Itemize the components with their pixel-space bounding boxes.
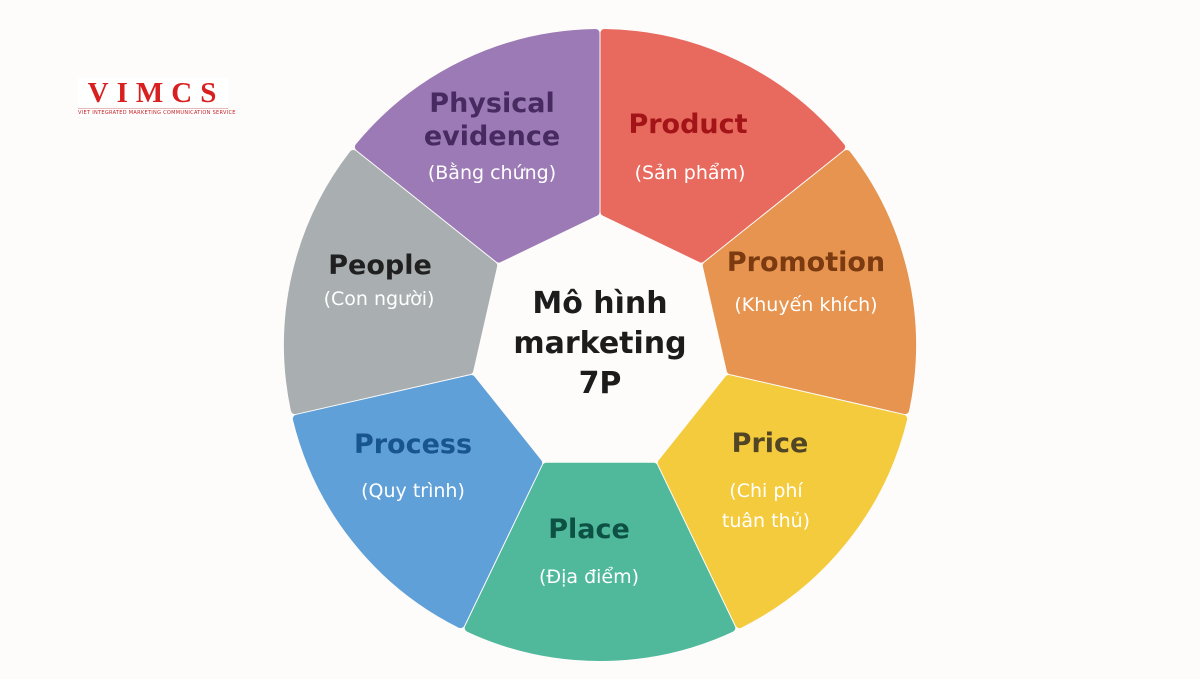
segment-place-sublabel: (Địa điểm) (539, 566, 639, 588)
segment-price-label: Price (732, 428, 809, 459)
segment-physical_evidence-sublabel: (Bằng chứng) (428, 161, 556, 184)
segment-promotion (702, 149, 916, 415)
segment-promotion-label: Promotion (727, 247, 885, 278)
segment-place-label: Place (548, 514, 630, 545)
center-title-line: Mô hình (532, 286, 667, 321)
segment-physical_evidence-label: Physical (429, 88, 554, 119)
segment-physical_evidence-label: evidence (424, 121, 560, 152)
segment-process-label: Process (354, 429, 472, 460)
segment-process-sublabel: (Quy trình) (361, 480, 465, 502)
segment-promotion-sublabel: (Khuyến khích) (734, 294, 877, 316)
logo-wordmark: VIMCS (87, 77, 225, 109)
logo-tagline: VIET INTEGRATED MARKETING COMMUNICATION … (78, 108, 236, 116)
vimcs-logo: VIMCS VIET INTEGRATED MARKETING COMMUNIC… (78, 77, 236, 117)
segment-people (284, 149, 498, 415)
segment-price (657, 374, 908, 629)
segment-price-sublabel: tuân thủ) (722, 510, 810, 532)
segment-product (600, 29, 846, 263)
segment-process (292, 374, 543, 629)
segment-product-label: Product (628, 109, 747, 140)
segment-price-sublabel: (Chi phí (729, 480, 803, 502)
segment-place (464, 462, 736, 661)
segment-people-sublabel: (Con người) (324, 288, 435, 310)
center-title-line: 7P (579, 366, 622, 401)
segment-product-sublabel: (Sản phẩm) (635, 162, 746, 184)
segment-people-label: People (328, 250, 432, 281)
segment-physical_evidence (354, 29, 600, 263)
center-title-line: marketing (513, 326, 686, 361)
